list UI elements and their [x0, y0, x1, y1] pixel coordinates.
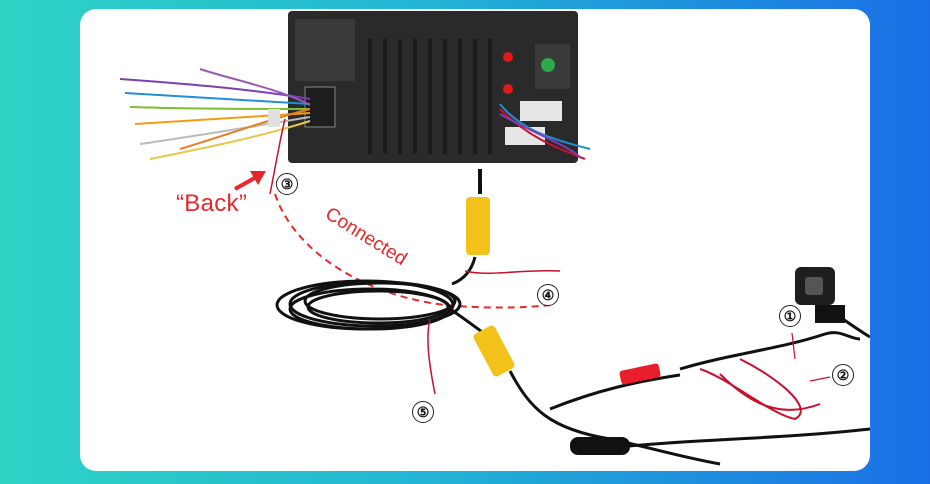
right-wires — [499, 103, 591, 160]
connected-label: Connected — [321, 203, 410, 270]
cable-coil — [275, 279, 462, 331]
marker-3: ③ — [276, 173, 298, 195]
video-cable — [451, 169, 561, 286]
leader-1 — [791, 332, 796, 360]
marker-1: ① — [779, 305, 801, 327]
wire-harness — [119, 68, 311, 195]
marker-4: ④ — [537, 284, 559, 306]
red-arrow-icon — [234, 171, 266, 191]
marker-5: ⑤ — [412, 401, 434, 423]
rear-camera — [795, 267, 870, 339]
back-label: “Back” — [176, 190, 248, 217]
leader-2 — [809, 376, 831, 382]
marker-2: ② — [832, 364, 854, 386]
camera-cable — [549, 331, 870, 455]
wiring-diagram: Connected — [119, 11, 870, 466]
diagram-card: Connected — [80, 9, 870, 471]
head-unit — [288, 11, 578, 163]
connected-dashed-line — [274, 193, 551, 309]
